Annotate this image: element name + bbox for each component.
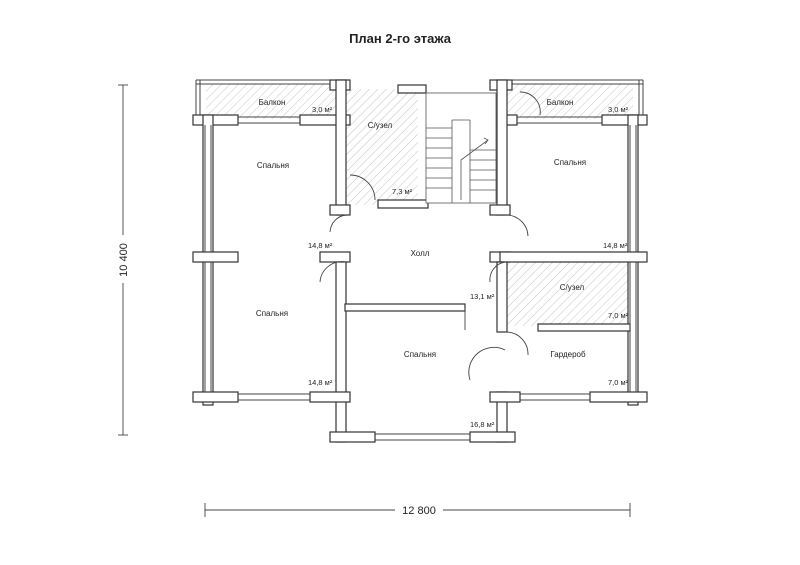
room-name-bedroom-tr: Спальня [554,158,586,167]
width-dimension: 12 800 [402,505,436,517]
wall [192,114,239,126]
room-area-bedroom-tr: 14,8 м² [603,241,628,250]
wall [335,79,347,216]
wall [469,431,516,443]
room-area-wardrobe: 7,0 м² [608,378,629,387]
wall [601,114,648,126]
wall [309,391,351,403]
wall [299,114,351,126]
room-name-wardrobe: Гардероб [550,350,586,359]
wall-hall-bedroom [344,303,466,312]
plan-title: План 2-го этажа [349,31,451,46]
dim-gap [116,235,130,283]
room-area-bath-top: 7,3 м² [392,187,413,196]
wall [496,79,508,216]
wall [192,391,239,403]
room-area-balcony-left: 3,0 м² [312,105,333,114]
wall [377,199,429,209]
room-area-balcony-right: 3,0 м² [608,105,629,114]
dim-gap [395,503,443,517]
wall [489,391,521,403]
room-area-hall: 13,1 м² [470,292,495,301]
wall-bath-right-top [499,251,648,263]
room-name-bedroom-bl: Спальня [256,309,288,318]
wall [397,84,427,94]
wall [329,204,351,216]
room-name-balcony-right: Балкон [547,98,574,107]
room-name-bedroom-tl: Спальня [257,161,289,170]
room-name-hall: Холл [411,249,430,258]
hatched-zones [206,84,633,326]
wall [192,251,239,263]
bath-right-hatch [505,262,633,326]
wall [319,251,351,263]
wall [496,261,508,333]
wall [335,261,347,443]
room-name-bath-top: С/узел [368,121,393,130]
room-name-bedroom-bottom: Спальня [404,350,436,359]
room-name-balcony-left: Балкон [259,98,286,107]
balcony-left-hatch [206,84,336,119]
room-area-bedroom-bl: 14,8 м² [308,378,333,387]
staircase [425,92,497,204]
room-area-bedroom-tl: 14,8 м² [308,241,333,250]
wall-bath-wardrobe [537,323,631,332]
windows [204,116,637,441]
wall [589,391,648,403]
doors [319,91,541,381]
balcony-railings [195,79,644,119]
walls [192,79,648,443]
wall [489,204,511,216]
balcony-right-hatch [505,84,633,119]
height-dimension: 10 400 [118,243,130,277]
room-name-bath-right: С/узел [560,283,585,292]
bath-top-hatch [343,89,418,205]
room-area-bedroom-bottom: 16,8 м² [470,420,495,429]
wall [329,431,376,443]
room-area-bath-right: 7,0 м² [608,311,629,320]
room-labels: Балкон 3,0 м² С/узел 7,3 м² Балкон 3,0 м… [256,98,629,429]
